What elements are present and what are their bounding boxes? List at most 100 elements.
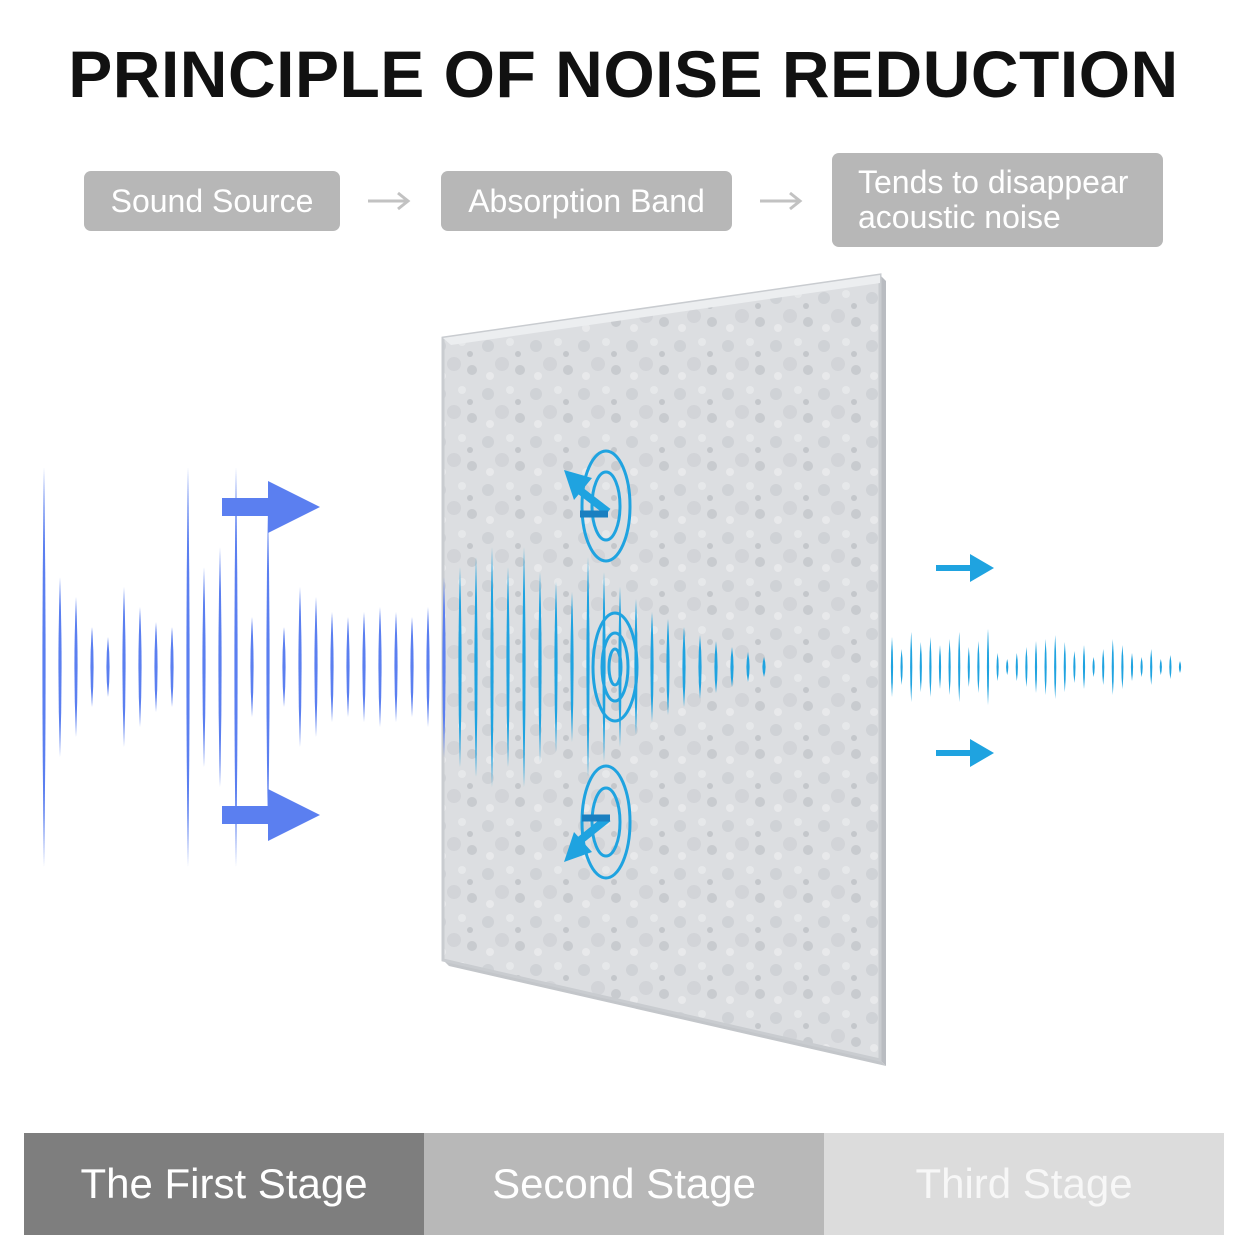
wave-spike [138,607,142,727]
wave-spike [1102,649,1105,685]
wave-spike [1140,657,1143,677]
wave-spike [330,612,334,722]
wave-spike [1092,657,1095,677]
wave-spike [218,547,222,787]
wave-spike [106,637,110,697]
wave-spike [890,637,894,697]
wave-spike [154,622,158,712]
flow-step-label-line1: Tends to disappear [858,164,1129,200]
stage-third: Third Stage [824,1133,1224,1235]
wave-spike [967,647,970,687]
wave-spike [186,467,190,867]
wave-spike [730,647,734,687]
wave-spike [698,635,702,699]
wave-spike [996,653,999,681]
flow-arrow-icon [760,191,803,211]
ripple-icon [591,611,639,723]
wave-spike [234,467,238,867]
wave-spike [42,467,46,867]
wave-spike [362,612,366,722]
wave-spike [1015,653,1018,681]
flow-step-label-line2: acoustic noise [858,199,1061,235]
wave-spike [746,652,750,682]
wave-spike [1130,653,1134,681]
flow-step-sound-source: Sound Source [84,171,340,231]
reflection-arrow-icon [564,470,611,518]
wave-spike [458,567,462,767]
wave-spike [346,617,350,717]
wave-spike [1111,639,1114,695]
wave-spike [910,632,913,702]
wave-spike [522,547,526,787]
wave-spike [919,642,922,692]
stage-label: Third Stage [915,1160,1133,1207]
wave-spike [650,612,654,722]
wave-spike [1073,651,1076,683]
ripple-icon [580,449,632,563]
wave-spike [1034,641,1038,693]
wave-spike [394,612,398,722]
stage-first: The First Stage [24,1133,424,1235]
wave-spike [1159,659,1162,675]
wave-spike [314,597,318,737]
wave-spike [298,587,302,747]
wave-spike [586,557,590,777]
flow-step-absorption-band: Absorption Band [441,171,732,231]
wave-spike [506,567,510,767]
wave-spike [762,657,766,677]
flow-step-label: Sound Source [110,182,314,219]
arrow-right-icon [222,481,320,533]
wave-spike [714,641,718,693]
reflection-arrow-icon [564,814,611,862]
wave-spike [442,577,446,757]
arrow-right-icon [936,739,994,767]
wave-spike [986,629,990,705]
wave-spike [666,619,670,715]
wave-spike [1082,645,1086,689]
wave-spike [948,639,951,695]
wave-spike [410,617,414,717]
wave-spike [1169,655,1172,679]
wave-spike [958,632,961,702]
wave-spike [682,627,686,707]
wave-spike [570,592,574,742]
wave-spike [1054,635,1057,699]
wave-spike [266,507,270,827]
wave-spike [1044,639,1047,695]
outgoing-sound-wave [890,629,1182,705]
wave-spike [938,645,942,689]
wave-spike [1178,661,1182,673]
wave-spike [58,577,62,757]
wave-spike [202,567,206,767]
page-title: PRINCIPLE OF NOISE REDUCTION [68,37,1179,111]
wave-spike [1150,649,1153,685]
wave-spike [977,641,980,693]
arrow-right-icon [936,554,994,582]
wave-spike [1025,647,1028,687]
incoming-sound-wave [42,467,766,867]
wave-spike [474,557,478,777]
ripple-icon [580,764,632,880]
wave-spike [538,572,542,762]
flow-step-noise-disappears: Tends to disappear acoustic noise [832,153,1163,247]
wave-spike [170,627,174,707]
arrow-right-icon [222,789,320,841]
wave-spike [90,627,94,707]
stage-label: Second Stage [492,1160,756,1207]
wave-spike [282,627,286,707]
wave-spike [1063,642,1066,692]
wave-spike [554,582,558,752]
wave-spike [490,547,494,787]
wave-spike [1006,659,1009,675]
wave-spike [122,587,126,747]
stage-label: The First Stage [80,1160,368,1207]
acoustic-panel [441,273,886,1066]
wave-spike [74,597,78,737]
flow-arrow-icon [368,191,411,211]
wave-spike [250,617,254,717]
flow-step-label: Absorption Band [468,182,705,219]
wave-spike [378,607,382,727]
wave-spike [900,649,903,685]
stage-second: Second Stage [424,1133,824,1235]
wave-spike [929,637,932,697]
